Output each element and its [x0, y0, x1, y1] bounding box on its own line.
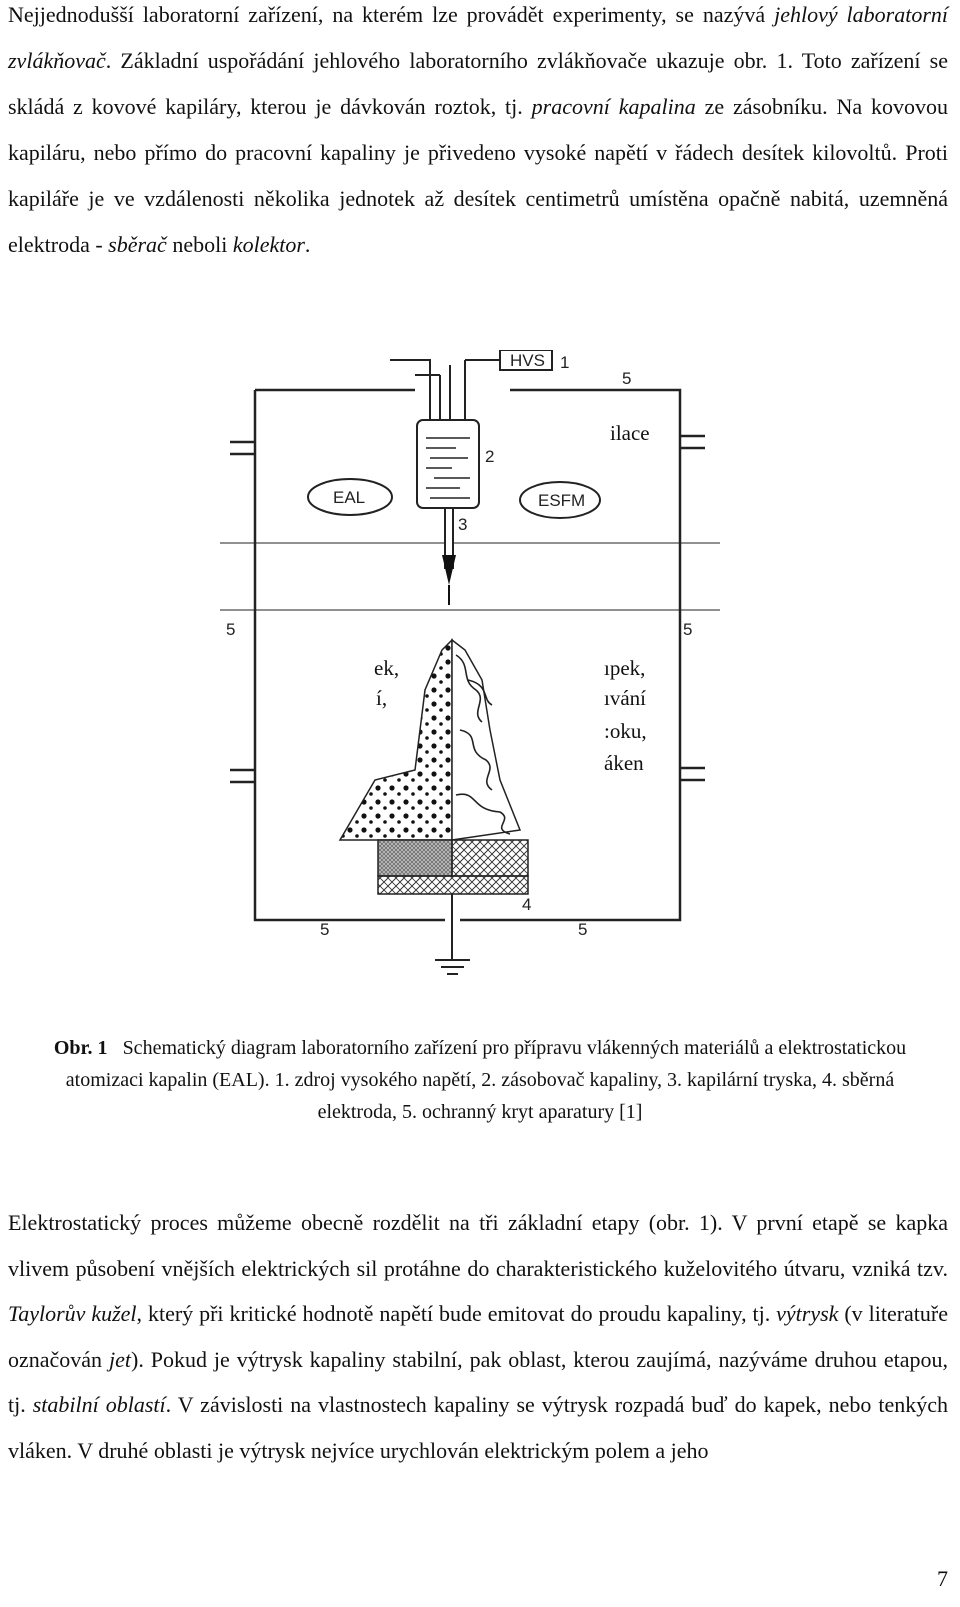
label-5-bottom-right: 5	[578, 920, 587, 939]
fragment-left-2: í,	[376, 686, 387, 710]
apparatus-diagram: HVS 1 2 3 EAL ESFM	[220, 350, 720, 975]
paragraph-intro: Nejjednodušší laboratorní zařízení, na k…	[8, 0, 948, 268]
paragraph-process: Elektrostatický proces můžeme obecně roz…	[8, 1200, 948, 1473]
text: (v literatuře označován	[8, 1301, 948, 1372]
caption-text: Schematický diagram laboratorního zaříze…	[65, 1037, 907, 1123]
text: neboli	[172, 232, 228, 257]
liquid-reservoir: 2	[416, 419, 494, 509]
label-2: 2	[485, 447, 494, 466]
capillary-nozzle: 3	[442, 507, 467, 605]
label-1: 1	[560, 353, 569, 372]
label-5-top: 5	[622, 369, 631, 388]
term-vytrysk: výtrysk	[776, 1301, 839, 1326]
fragment-right-4: áken	[604, 751, 644, 775]
text: , který při kritické hodnotě napětí bude…	[136, 1301, 771, 1326]
figure-caption: Obr. 1 Schematický diagram laboratorního…	[0, 1032, 960, 1128]
esfm-oval	[519, 481, 601, 519]
term-jehlovy-zvlaknovac: jehlový laboratorní zvlákňovač	[8, 2, 949, 73]
label-4: 4	[522, 895, 531, 914]
hv-source: HVS 1	[464, 350, 569, 420]
term-kolektor: kolektor	[232, 232, 305, 257]
eal-label: EAL	[333, 488, 365, 507]
term-jet: jet	[109, 1346, 131, 1372]
text: . V závislosti na vlastnostech kapaliny …	[8, 1392, 948, 1463]
fragment-right-1: ıpek,	[604, 656, 645, 680]
term-tayloruv-kuzel: Taylorův kužel	[8, 1301, 137, 1326]
term-pracovni-kapalina: pracovní kapalina	[531, 94, 696, 119]
fragment-left-1: ek,	[374, 656, 399, 680]
label-5-right: 5	[683, 620, 692, 639]
fragment-top-right: ilace	[610, 421, 650, 445]
spray-cone: 4	[338, 638, 531, 914]
hvs-label: HVS	[510, 351, 545, 370]
esfm-label: ESFM	[538, 491, 585, 510]
term-sberac: sběrač	[108, 232, 167, 257]
text: Elektrostatický proces můžeme obecně roz…	[8, 1210, 948, 1281]
text: ze zásobníku. Na kovovou kapiláru, nebo …	[8, 94, 949, 257]
label-3: 3	[458, 515, 467, 534]
eal-oval	[307, 478, 393, 516]
text: . Základní uspořádání jehlového laborato…	[8, 48, 948, 119]
label-5-bottom-left: 5	[320, 920, 329, 939]
text: ). Pokud je výtrysk kapaliny stabilní, p…	[8, 1346, 948, 1418]
protective-housing	[220, 388, 720, 922]
term-stabilni-oblast: stabilní oblastí	[32, 1392, 166, 1417]
fragment-right-2: ıvání	[604, 686, 646, 710]
page-number: 7	[937, 1566, 948, 1591]
ground-icon	[435, 894, 470, 975]
fragment-right-3: :oku,	[604, 719, 647, 743]
caption-label: Obr. 1	[53, 1037, 108, 1059]
inlet-pipes	[390, 359, 451, 420]
label-5-left: 5	[226, 620, 235, 639]
text: Nejjednodušší laboratorní zařízení, na k…	[8, 2, 766, 27]
text: .	[304, 232, 311, 257]
